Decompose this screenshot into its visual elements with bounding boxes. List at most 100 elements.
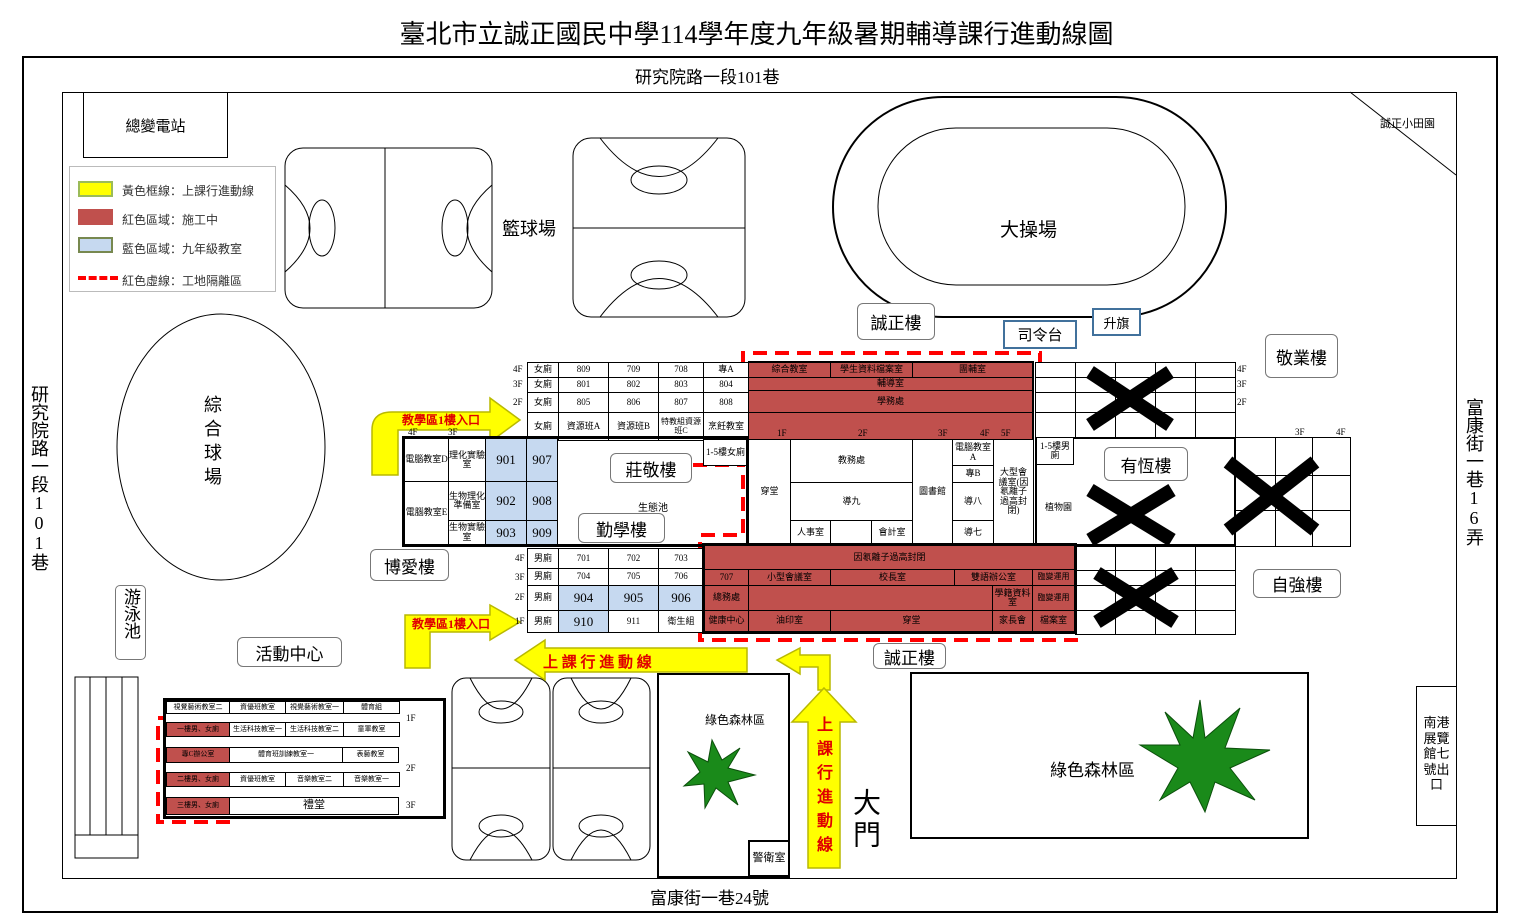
room-cell: [1195, 392, 1236, 413]
room-cell: [1195, 412, 1236, 438]
room-cell: 二樓男、女廁: [166, 772, 230, 787]
room-cell: [1115, 570, 1156, 586]
room-cell: 綜合教室: [748, 362, 831, 378]
room-cell: 穿堂: [830, 610, 993, 632]
grade9-classroom: 910: [558, 610, 609, 633]
grade9-classroom: 903: [485, 520, 527, 545]
grade9-classroom: 901: [485, 438, 527, 482]
room-cell: [1235, 475, 1276, 511]
room-cell: 生物實驗室: [448, 520, 486, 545]
garden-label: 誠正小田園: [1380, 118, 1435, 130]
room-cell: 809: [558, 362, 609, 378]
room-cell: 電腦教室D: [404, 438, 449, 482]
map-title: 臺北市立誠正國民中學114學年度九年級暑期輔導課行進動線圖: [399, 20, 1114, 49]
floor-label: 1F: [406, 713, 416, 723]
floor-label: 1F: [515, 616, 525, 626]
room-cell: 709: [608, 362, 659, 378]
room-cell: [1155, 362, 1196, 378]
room-cell: 衛生組: [658, 610, 704, 633]
callout-activity: 活動中心: [237, 637, 342, 667]
floor-label: 2F: [515, 592, 525, 602]
room-cell: [1155, 377, 1196, 393]
pool-lanes: [74, 676, 139, 859]
main-gate-label: 大門: [849, 788, 880, 852]
callout-zhuangjing: 莊敬樓: [610, 453, 692, 483]
room-cell: 健康中心: [704, 610, 749, 632]
room-cell: [1195, 585, 1236, 611]
room-cell: [748, 585, 993, 611]
room-cell: 油印室: [748, 610, 831, 632]
room-cell: 703: [658, 548, 704, 569]
campus-boundary: [62, 92, 1457, 879]
ballfield-label: 綜合球場: [202, 395, 222, 491]
guard-room: 警衛室: [748, 840, 790, 877]
room-cell: 1-5樓女廁: [703, 439, 748, 466]
basketball-court: [572, 137, 746, 318]
basketball-label: 籃球場: [502, 219, 556, 239]
room-cell: [1312, 510, 1351, 547]
room-cell: 806: [608, 392, 659, 413]
room-cell: 電腦教室E: [404, 481, 449, 545]
room-cell: 人事室: [790, 520, 831, 545]
room-cell: 檔案室: [1032, 610, 1075, 632]
room-cell: 803: [658, 377, 704, 393]
legend-label: 紅色區域：施工中: [122, 213, 219, 227]
road-right: 富康街一巷16弄: [1464, 398, 1484, 546]
mrt-exit-label: 南港展覽館七號出口: [1423, 715, 1450, 793]
yellow-route-arrows: [371, 396, 858, 869]
room-cell: [748, 412, 1033, 440]
room-cell: 導八: [952, 482, 994, 521]
room-cell: [1235, 510, 1276, 547]
room-cell: [1115, 610, 1156, 635]
room-cell: 總務處: [704, 585, 749, 611]
room-cell: 女廁: [527, 362, 559, 378]
room-cell: 視覺藝術教室一: [285, 701, 344, 714]
room-cell: 校長室: [830, 569, 955, 586]
room-cell: 雙語辦公室: [954, 569, 1033, 586]
room-cell: 男廁: [527, 568, 559, 586]
grade9-classroom: 906: [658, 585, 704, 611]
floor-label: 2F: [1237, 397, 1247, 407]
room-cell: 706: [658, 568, 704, 586]
room-cell: 資優班教室: [229, 701, 286, 714]
room-cell: [1155, 392, 1196, 413]
grade9-classroom: 902: [485, 481, 527, 521]
legend-swatch-red: [78, 209, 113, 225]
room-cell: [1312, 437, 1351, 476]
callout-ziqiang: 自強樓: [1253, 569, 1341, 598]
room-cell: 生活科技教室二: [285, 722, 344, 737]
forest-small-label: 綠色森林區: [705, 713, 766, 727]
room-cell: [1115, 546, 1156, 571]
ballfield-ellipse: [116, 313, 326, 581]
room-cell: [1075, 570, 1116, 586]
room-cell: 男廁: [527, 585, 559, 611]
room-cell: [1115, 412, 1156, 438]
entrance-label-2: 教學區1樓入口: [412, 617, 491, 631]
entrance-label-1: 教學區1樓入口: [402, 413, 481, 427]
legend-swatch-dashed: [78, 276, 118, 280]
road-top: 研究院路一段101巷: [635, 68, 780, 87]
room-cell: [1075, 610, 1116, 635]
callout-youheng: 有恆樓: [1104, 447, 1188, 481]
floor-label: 5F: [1001, 428, 1011, 438]
route-label-horizontal: 上 課 行 進 動 線: [543, 655, 652, 671]
room-cell: [1155, 610, 1196, 635]
plants-label: 植物園: [1045, 502, 1073, 512]
room-cell: 團輔室: [912, 362, 1033, 378]
room-cell: 804: [703, 377, 749, 393]
legend-label: 黃色框線：上課行進動線: [122, 184, 255, 198]
room-cell: [1035, 362, 1076, 378]
room-cell: 男廁: [527, 548, 559, 569]
command-platform: 司令台: [1003, 320, 1077, 349]
garden-boundary-line: [1349, 91, 1457, 176]
room-cell: 視覺藝術教室二: [166, 701, 230, 714]
room-cell: [1275, 510, 1313, 547]
room-cell: 911: [608, 610, 659, 633]
room-cell: 穿堂: [748, 439, 791, 545]
room-cell: [830, 520, 872, 545]
callout-chengzheng-top: 誠正樓: [857, 303, 935, 340]
room-cell: [1155, 412, 1196, 438]
grade9-classroom: 905: [608, 585, 659, 611]
grade9-classroom: 904: [558, 585, 609, 611]
room-cell: 大型會議室(因氡離子過高封閉): [993, 439, 1034, 545]
